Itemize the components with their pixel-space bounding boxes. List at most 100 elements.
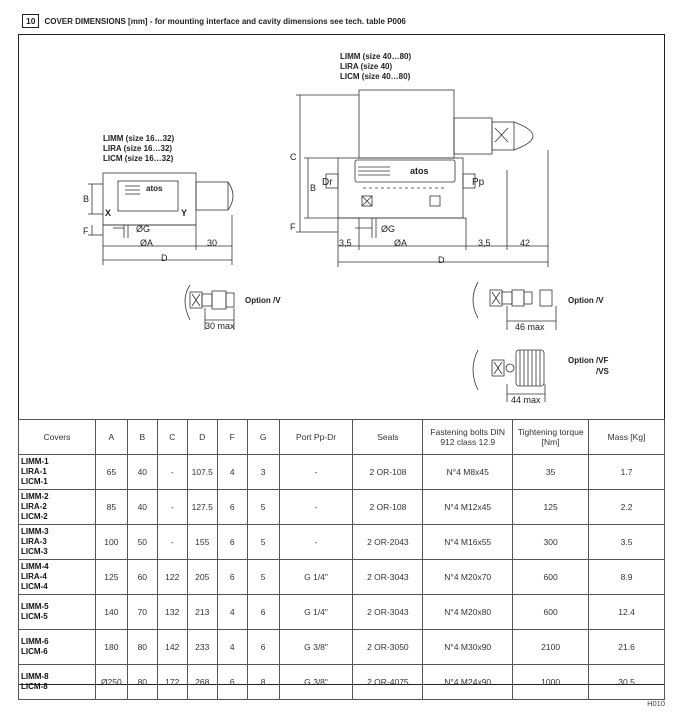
document-code: H010 (647, 699, 665, 708)
header-g: G (246, 419, 280, 455)
cell-mass: 12.4 (588, 594, 665, 630)
cover-code: LICM-4 (21, 582, 48, 591)
small-label-line: LICM (size 16…32) (103, 154, 174, 163)
header-mass: Mass [Kg] (588, 419, 665, 455)
cell-torque: 35 (512, 454, 590, 490)
cell-seals: 2 OR-3050 (352, 629, 424, 665)
cell-b: 50 (126, 524, 158, 560)
dim-30-max: 30 max (205, 321, 235, 331)
cell-mass: 30.5 (588, 664, 665, 700)
cell-c: 142 (156, 629, 188, 665)
cell-torque: 125 (512, 489, 590, 525)
cell-torque: 600 (512, 559, 590, 595)
brand-logo-large: atos (410, 166, 429, 176)
cell-c: 122 (156, 559, 188, 595)
cell-d: 205 (186, 559, 218, 595)
header-d: D (186, 419, 218, 455)
cell-bolts: N°4 M12x45 (422, 489, 514, 525)
cell-seals: 2 OR-2043 (352, 524, 424, 560)
large-cover-drawing (296, 89, 557, 402)
option-v-right: Option /V (568, 296, 604, 305)
cell-a: 180 (94, 629, 128, 665)
cover-code: LIMM-3 (21, 527, 49, 536)
cover-code: LIMM-2 (21, 492, 49, 501)
cell-b: 40 (126, 454, 158, 490)
cell-bolts: N°4 M8x45 (422, 454, 514, 490)
cover-code: LIMM-5 (21, 602, 49, 611)
cover-code: LICM-6 (21, 647, 48, 656)
cell-d: 268 (186, 664, 218, 700)
header-b: B (126, 419, 158, 455)
cell-torque: 600 (512, 594, 590, 630)
option-v-left: Option /V (245, 296, 281, 305)
cover-dimensions-table: Covers A B C D F G Port Pp-Dr Seals Fast… (18, 419, 665, 700)
cell-bolts: N°4 M16x55 (422, 524, 514, 560)
cover-code: LIRA-1 (21, 467, 47, 476)
cell-a: 125 (94, 559, 128, 595)
cell-g: 3 (246, 454, 280, 490)
dim-a-small: ØA (140, 238, 154, 248)
cell-f: 6 (216, 524, 248, 560)
cell-bolts: N°4 M20x70 (422, 559, 514, 595)
option-vf: Option /VF (568, 356, 609, 365)
section-number: 10 (22, 14, 40, 28)
dim-d-small: D (161, 253, 168, 263)
header-c: C (156, 419, 188, 455)
cell-port: - (278, 489, 354, 525)
cell-b: 80 (126, 664, 158, 700)
cell-seals: 2 OR-108 (352, 489, 424, 525)
dim-d-large: D (438, 255, 445, 265)
cell-mass: 2.2 (588, 489, 665, 525)
cell-a: 85 (94, 489, 128, 525)
cell-torque: 1000 (512, 664, 590, 700)
cell-a: 65 (94, 454, 128, 490)
dim-f-small: F (83, 226, 89, 236)
cell-a: 100 (94, 524, 128, 560)
cover-code: LIMM-8 (21, 672, 49, 681)
cell-g: 6 (246, 594, 280, 630)
cover-code: LIRA-4 (21, 572, 47, 581)
dim-b-small: B (83, 194, 90, 204)
cover-code: LIMM-6 (21, 637, 49, 646)
header-torque: Tightening torque [Nm] (512, 419, 590, 455)
dim-46-max: 46 max (515, 322, 545, 332)
technical-drawing (88, 89, 557, 402)
cover-code: LIRA-3 (21, 537, 47, 546)
cell-c: - (156, 489, 188, 525)
header-covers: Covers (18, 419, 96, 455)
cell-c: - (156, 524, 188, 560)
dim-c-large: C (290, 152, 297, 162)
header-seals: Seals (352, 419, 424, 455)
dim-b-large: B (310, 183, 317, 193)
cell-port: G 1/4" (278, 594, 354, 630)
cover-code: LICM-3 (21, 547, 48, 556)
cell-d: 155 (186, 524, 218, 560)
cover-code: LICM-2 (21, 512, 48, 521)
cover-code: LIMM-1 (21, 457, 49, 466)
cell-f: 4 (216, 454, 248, 490)
port-x: X (105, 208, 112, 218)
cell-port: - (278, 454, 354, 490)
dim-f-large: F (290, 222, 296, 232)
cell-bolts: N°4 M20x80 (422, 594, 514, 630)
large-label-line: LIMM (size 40…80) (340, 52, 412, 61)
small-cover-label: LIMM (size 16…32) LIRA (size 16…32) LICM… (103, 134, 174, 164)
header-f: F (216, 419, 248, 455)
cell-g: 5 (246, 489, 280, 525)
cell-g: 6 (246, 629, 280, 665)
cell-b: 80 (126, 629, 158, 665)
cell-mass: 3.5 (588, 524, 665, 560)
small-cover-drawing (88, 172, 235, 330)
large-label-line: LICM (size 40…80) (340, 72, 411, 81)
cell-d: 127.5 (186, 489, 218, 525)
cell-a: 140 (94, 594, 128, 630)
small-label-line: LIRA (size 16…32) (103, 144, 173, 153)
cell-f: 6 (216, 664, 248, 700)
